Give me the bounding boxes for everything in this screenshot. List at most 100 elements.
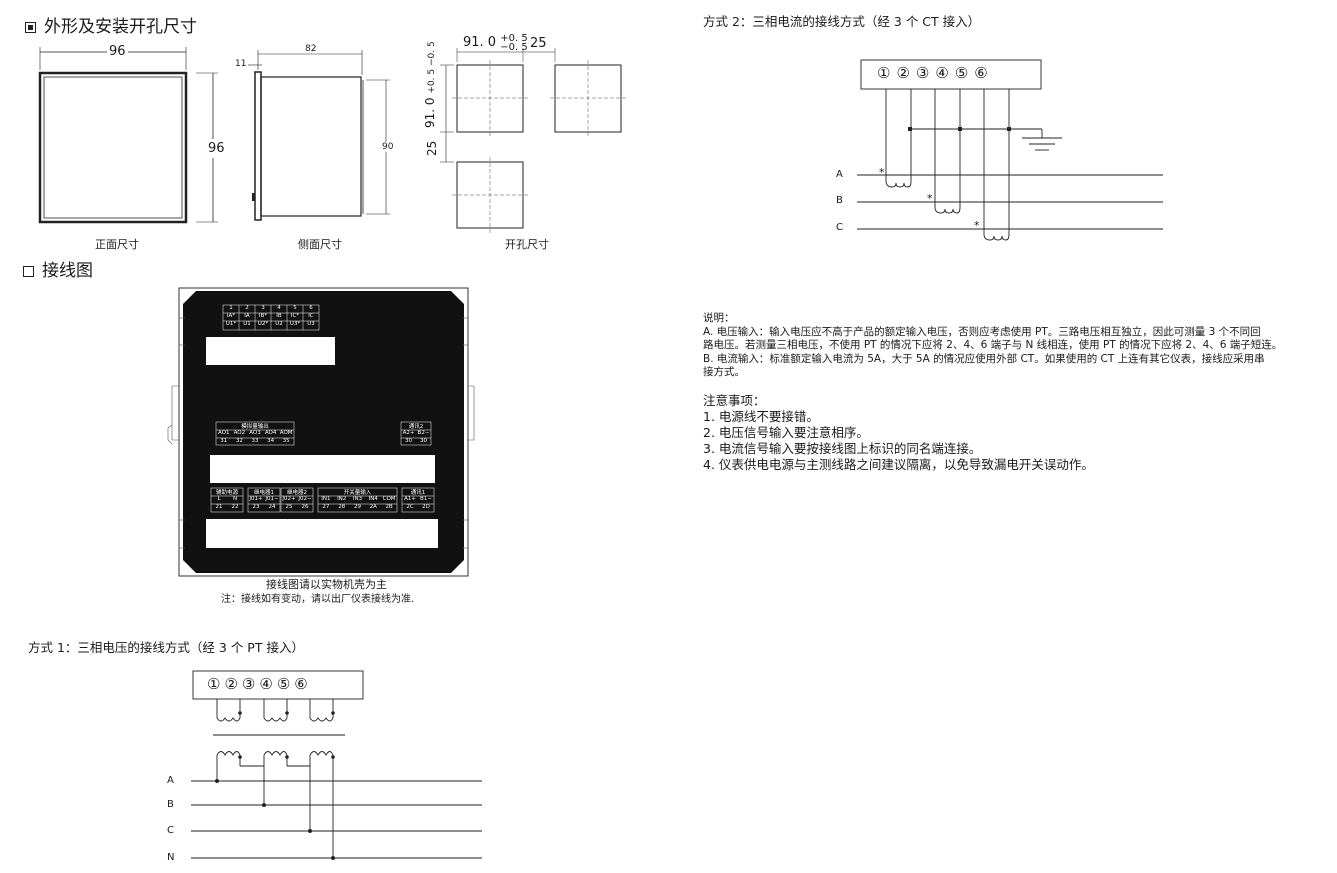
terminal-row: J02+ J02− (281, 496, 313, 504)
terminal-number: ⑥ (974, 64, 988, 82)
terminal-label: 29 (353, 504, 361, 510)
phase-label-c: C (167, 825, 174, 836)
terminal-row-numbers: 1 2 3 4 5 6 (223, 305, 319, 313)
terminal-block-title: 开关量输入 (343, 490, 372, 496)
method1-title: 方式 1：三相电压的接线方式（经 3 个 PT 接入） (28, 640, 304, 655)
terminal-number: ① (877, 64, 891, 82)
phase-label-a: A (167, 775, 174, 786)
polarity-mark: * (879, 166, 885, 179)
terminal-block-title: 辅助电源 (215, 490, 238, 496)
terminal-block-digital-input: 开关量输入 IN1 IN2 IN3 IN4 COM 27 28 29 2A 2B (318, 488, 397, 512)
dim-front-width: 96 (107, 44, 128, 59)
notes-section: 说明： A. 电压输入：输入电压应不高于产品的额定输入电压，否则应考虑使用 PT… (703, 312, 1313, 380)
terminal-label: AO3 (249, 430, 261, 436)
cutout-view-drawing (440, 48, 626, 233)
terminal-label: 31 (220, 438, 228, 444)
terminal-number: ③ (241, 675, 256, 693)
terminal-label: 2 (245, 305, 249, 311)
note-a-line2: 路电压。若测量三相电压，不使用 PT 的情况下应将 2、4、6 端子与 N 线相… (703, 339, 1283, 351)
terminal-row: L N (211, 496, 243, 504)
terminal-row: 2C 2D (402, 504, 434, 512)
terminal-block-comm2: 通讯2 A2+ B2− 30 30 (401, 422, 431, 446)
polarity-mark: * (927, 192, 933, 205)
method1-terminal-strip: ① ② ③ ④ ⑤ ⑥ (207, 675, 308, 693)
terminal-number: ① (207, 675, 221, 693)
terminal-row: A2+ B2− (401, 430, 431, 438)
front-view-drawing (38, 47, 218, 224)
terminal-block-current-voltage: 1 2 3 4 5 6 IA* IA IB* IB IC* IC U1* U1 … (223, 305, 319, 329)
terminal-label: IN1 (321, 496, 331, 502)
terminal-label: 35 (282, 438, 290, 444)
terminal-label: IC (308, 313, 314, 319)
terminal-label: 2B (385, 504, 393, 510)
dim-cutout-tolerance: +0. 5 −0. 5 (500, 34, 528, 53)
notes-head: 说明： (703, 312, 735, 324)
terminal-row: 25 26 (281, 504, 313, 512)
terminal-number: ⑥ (294, 675, 308, 693)
note-b-line2: 接方式。 (703, 366, 745, 378)
terminal-label: AOM (279, 430, 293, 436)
terminal-number: ⑤ (276, 675, 291, 693)
terminal-label: 1 (229, 305, 233, 311)
terminal-label: 27 (322, 504, 330, 510)
terminal-block-title: 通讯1 (410, 490, 426, 496)
dim-cutout-gap: 25 (530, 36, 547, 51)
terminal-label: 30 (405, 438, 412, 444)
method2-terminal-strip: ① ② ③ ④ ⑤ ⑥ (877, 64, 988, 82)
terminal-number: ③ (915, 64, 930, 82)
phase-label-a: A (836, 169, 843, 180)
dim-side-height: 90 (382, 142, 394, 152)
caption-front: 正面尺寸 (95, 238, 139, 251)
terminal-number: ② (896, 64, 910, 82)
terminal-block-relay2: 继电器2 J02+ J02− 25 26 (281, 488, 313, 512)
terminal-label: J02− (298, 496, 312, 502)
dim-cutout-size: 91. 0 +0. 5 −0. 5 (463, 34, 528, 53)
terminal-label: J01− (265, 496, 279, 502)
terminal-label: 23 (252, 504, 260, 510)
caution-item: 1. 电源线不要接错。 (703, 409, 819, 424)
terminal-label: U2 (275, 321, 283, 327)
terminal-row: J01+ J01− (248, 496, 280, 504)
terminal-row-voltage: U1* U1 U2* U2 U3* U3 (223, 321, 319, 329)
terminal-label: 5 (293, 305, 297, 311)
terminal-row: 30 30 (401, 438, 431, 446)
section-title-text: 接线图 (42, 261, 93, 281)
note-b-line1: B. 电流输入：标准额定输入电流为 5A，大于 5A 的情况应使用外部 CT。如… (703, 352, 1265, 365)
terminal-label: 22 (231, 504, 239, 510)
caution-title: 注意事项： (703, 393, 766, 408)
terminal-row: A1+ B1− (402, 496, 434, 504)
terminal-label: AO2 (233, 430, 246, 436)
dim-cutout-value-vertical: 91. 0 (423, 97, 437, 128)
terminal-label: L (217, 496, 221, 502)
terminal-label: 2C (406, 504, 414, 510)
phase-label-c: C (836, 222, 843, 233)
terminal-row-current: IA* IA IB* IB IC* IC (223, 313, 319, 321)
terminal-label: 24 (268, 504, 276, 510)
terminal-label: U3 (307, 321, 315, 327)
terminal-label: 32 (235, 438, 243, 444)
dim-front-height: 96 (208, 139, 225, 158)
pt-wiring-diagram (191, 670, 482, 860)
terminal-block-relay1: 继电器1 J01+ J01− 23 24 (248, 488, 280, 512)
dim-cutout-tol-minus: −0. 5 (500, 42, 528, 53)
terminal-label: B2− (417, 430, 430, 436)
caption-cutout: 开孔尺寸 (505, 238, 549, 251)
terminal-label: IB (276, 313, 282, 319)
terminal-label: IA (244, 313, 250, 319)
terminal-row: AO1 AO2 AO3 AO4 AOM (216, 430, 294, 438)
caution-item: 4. 仪表供电电源与主测线路之间建议隔离，以免导致漏电开关误动作。 (703, 457, 1094, 472)
terminal-label: IB* (258, 313, 268, 319)
terminal-number: ④ (259, 675, 273, 693)
note-a-line1: A. 电压输入：输入电压应不高于产品的额定输入电压，否则应考虑使用 PT。三路电… (703, 325, 1261, 338)
dim-cutout-gap-vertical: 25 (425, 140, 439, 156)
terminal-label: AO1 (218, 430, 230, 436)
caution-section: 注意事项： 1. 电源线不要接错。 2. 电压信号输入要注意相序。 3. 电流信… (703, 393, 1313, 473)
terminal-label: A2+ (402, 430, 415, 436)
terminal-block-title: 通讯2 (408, 424, 424, 430)
section-title-dimensions: 外形及安装开孔尺寸 (25, 12, 197, 37)
terminal-number: ④ (935, 64, 949, 82)
terminal-label: B1− (420, 496, 432, 502)
polarity-mark: * (974, 219, 980, 232)
panel-caption: 接线图请以实物机壳为主 (266, 578, 387, 591)
terminal-label: J01+ (249, 496, 263, 502)
